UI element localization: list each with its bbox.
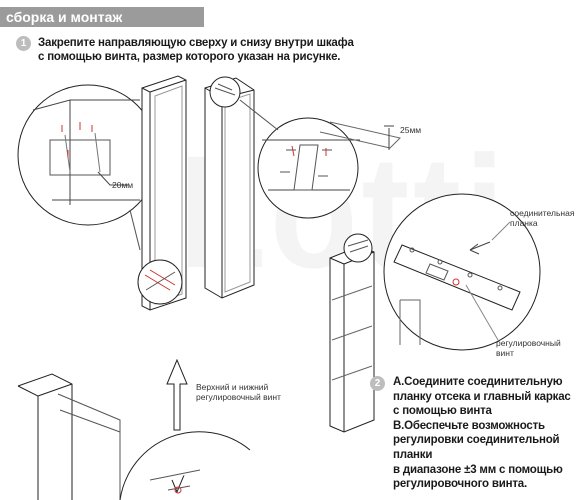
zoom-circle-right-guide: [257, 117, 360, 219]
zoom-circle-bottom: [119, 431, 251, 500]
section-title: сборка и монтаж: [0, 7, 204, 27]
step-1-badge: 1: [16, 36, 31, 51]
zoom-circle-left-guide: [17, 84, 159, 226]
tall-cabinet-left: [141, 75, 187, 311]
cabinet-lower-left: [17, 373, 121, 500]
step-1-instruction: Закрепите направляющую сверху и снизу вн…: [38, 37, 354, 63]
dim-20mm-label: 20мм: [112, 180, 134, 190]
top-bottom-screw-label: Верхний и нижний регулировочный винт: [196, 382, 281, 402]
zoom-circle-small: [137, 259, 183, 305]
shelf-panel: [319, 121, 401, 150]
dim-25mm-label: 25мм: [400, 125, 422, 135]
zoom-circle-top-frame: [343, 233, 373, 263]
step-2-instruction: A.Соедините соединительную планку отсека…: [393, 376, 571, 491]
zoom-circle-connecting-plate: [383, 193, 541, 351]
tall-cabinet-middle: [204, 77, 255, 299]
zoom-circle-top-small: [209, 76, 241, 108]
zoom-leader-left: [129, 209, 141, 251]
pullout-frame: [329, 245, 375, 433]
connecting-plate-label: соединительная планка: [510, 208, 575, 228]
adjust-screw-label: регулировочный винт: [496, 338, 561, 358]
step-2-badge: 2: [370, 376, 385, 391]
zoom-leader-right: [239, 99, 279, 131]
